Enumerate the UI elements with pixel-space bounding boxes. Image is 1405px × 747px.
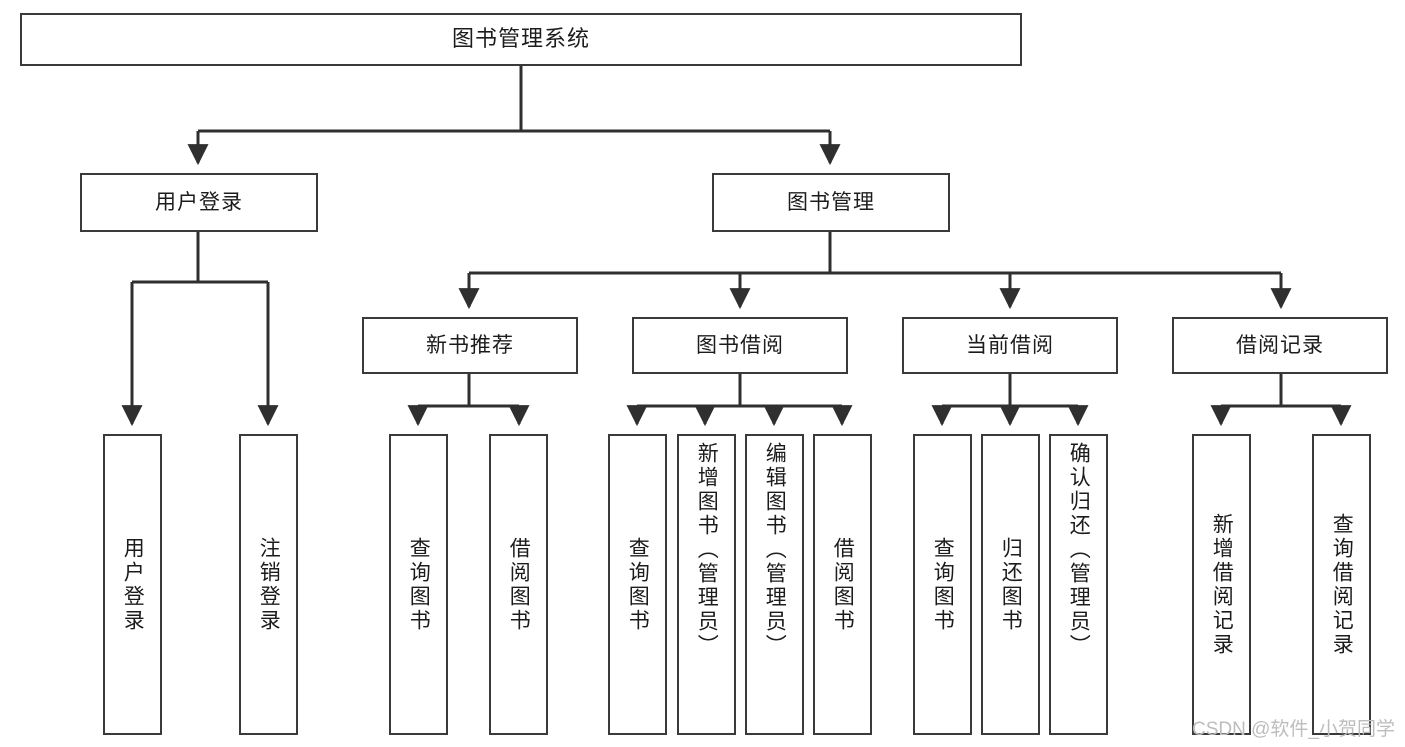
node-root-book-management-system[interactable]: 图书管理系统	[20, 13, 1022, 66]
csdn-watermark: CSDN @软件_小贺同学	[1192, 719, 1395, 740]
node-label: 借阅图书	[507, 536, 531, 633]
node-label: 借阅记录	[1236, 333, 1324, 357]
leaf-query-borrow-record[interactable]: 查询借阅记录	[1312, 434, 1371, 735]
node-label: 借阅图书	[831, 536, 855, 633]
leaf-add-borrow-record[interactable]: 新增借阅记录	[1192, 434, 1251, 735]
leaf-query-book-recommend[interactable]: 查询图书	[389, 434, 448, 735]
node-label: 用户登录	[121, 536, 145, 633]
node-label: 查询图书	[626, 536, 650, 633]
node-label: 归还图书	[999, 536, 1023, 633]
node-label: 编辑图书（管理员）	[763, 442, 787, 658]
leaf-borrow-book[interactable]: 借阅图书	[813, 434, 872, 735]
leaf-user-login[interactable]: 用户登录	[103, 434, 162, 735]
node-book-management[interactable]: 图书管理	[712, 173, 950, 232]
node-label: 查询图书	[407, 536, 431, 633]
leaf-edit-book[interactable]: 编辑图书（管理员）	[745, 434, 804, 735]
node-label: 新增图书（管理员）	[695, 442, 719, 658]
leaf-query-book-current[interactable]: 查询图书	[913, 434, 972, 735]
leaf-return-book[interactable]: 归还图书	[981, 434, 1040, 735]
node-label: 查询借阅记录	[1330, 512, 1354, 657]
node-current-borrow[interactable]: 当前借阅	[902, 317, 1118, 374]
node-label: 新增借阅记录	[1210, 512, 1234, 657]
node-label: 用户登录	[155, 190, 243, 214]
node-label: 图书管理系统	[451, 26, 590, 52]
leaf-borrow-book-recommend[interactable]: 借阅图书	[489, 434, 548, 735]
leaf-user-logout[interactable]: 注销登录	[239, 434, 298, 735]
leaf-confirm-return[interactable]: 确认归还（管理员）	[1049, 434, 1108, 735]
leaf-add-book[interactable]: 新增图书（管理员）	[677, 434, 736, 735]
node-label: 当前借阅	[966, 333, 1054, 357]
node-borrow-record[interactable]: 借阅记录	[1172, 317, 1388, 374]
node-new-book-recommend[interactable]: 新书推荐	[362, 317, 578, 374]
node-book-borrow[interactable]: 图书借阅	[632, 317, 848, 374]
leaf-query-book-borrow[interactable]: 查询图书	[608, 434, 667, 735]
node-label: 新书推荐	[426, 333, 514, 357]
node-label: 图书借阅	[696, 333, 784, 357]
node-user-login[interactable]: 用户登录	[80, 173, 318, 232]
node-label: 注销登录	[257, 536, 281, 633]
node-label: 图书管理	[787, 190, 875, 214]
node-label: 确认归还（管理员）	[1067, 442, 1091, 658]
node-label: 查询图书	[931, 536, 955, 633]
